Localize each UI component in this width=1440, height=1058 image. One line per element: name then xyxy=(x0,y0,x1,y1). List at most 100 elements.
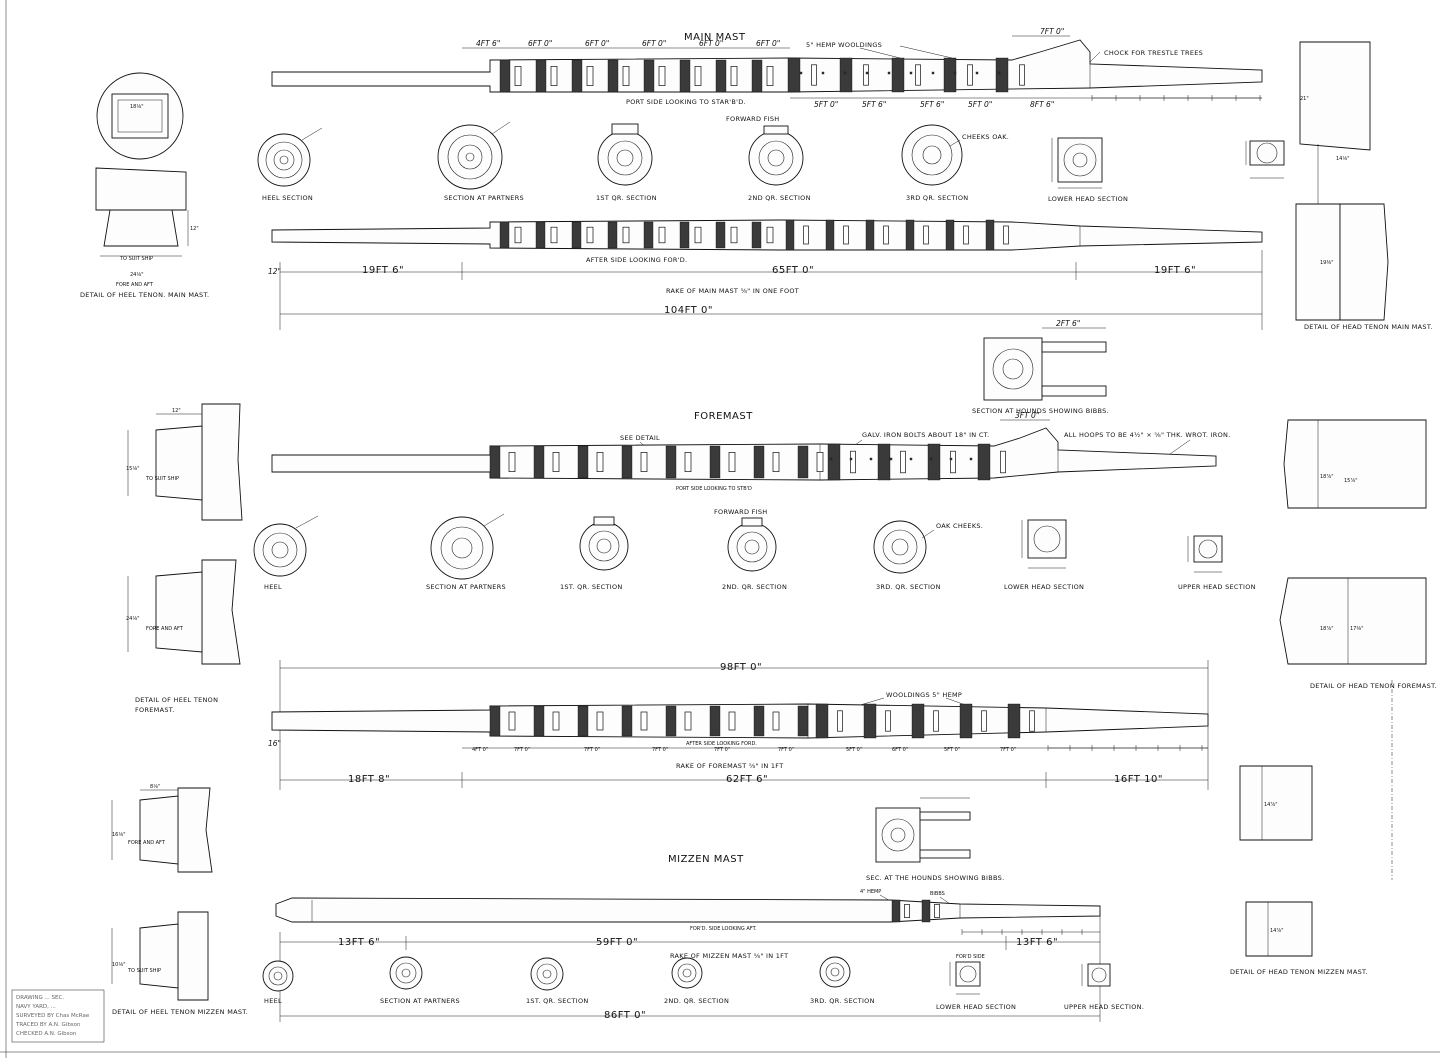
fore-bottom-dim: 7FT 0" xyxy=(778,747,794,753)
mast-band xyxy=(837,710,843,732)
main-top-dim: 7FT 0" xyxy=(1040,27,1064,36)
mast-hoop xyxy=(891,57,905,93)
mizzen-hemp-note: 4" HEMP xyxy=(860,889,881,895)
fore-section-label: 1ST. QR. SECTION xyxy=(560,583,623,591)
fore-section-label: SECTION AT PARTNERS xyxy=(426,583,506,591)
mast-band xyxy=(850,450,856,474)
svg-text:3FT 0": 3FT 0" xyxy=(1015,411,1039,420)
mizzen-section-label: UPPER HEAD SECTION. xyxy=(1064,1003,1144,1011)
fore-fore-aft: FORE AND AFT xyxy=(146,626,184,632)
mast-band xyxy=(1000,450,1006,474)
mizzen-to-suit-ship: TO SUIT SHIP xyxy=(127,968,161,974)
fore-bottom-dim: 7FT 0" xyxy=(584,747,600,753)
mast-band xyxy=(843,225,849,245)
fore-hoops-note: ALL HOOPS TO BE 4½" × ⅝" THK. WROT. IRON… xyxy=(1064,431,1231,439)
mast-hoop xyxy=(489,705,501,737)
mizzen-head-tenon-label: DETAIL OF HEAD TENON MIZZEN MAST. xyxy=(1230,968,1368,976)
mast-hoop xyxy=(945,219,955,251)
main-cheeks-note: CHEEKS OAK. xyxy=(962,133,1009,141)
mizzen-ford-label: FOR'D. SIDE LOOKING AFT. xyxy=(690,926,757,932)
main-head-tenon-detail: 14⅛" 21" 19⅜" DETAIL OF HEAD TENON MAIN … xyxy=(1295,41,1432,331)
mast-hoop xyxy=(665,705,677,737)
mast-band xyxy=(883,225,889,245)
mizzen-sections: HEEL SECTION AT PARTNERS 1ST. QR. SECTIO… xyxy=(262,954,1144,1011)
main-lower-dim: 8FT 6" xyxy=(1030,100,1054,109)
fore-heel-section: HEEL xyxy=(253,515,319,591)
mast-band xyxy=(1019,64,1025,86)
fore-lower-length: 18FT 8" xyxy=(348,774,390,785)
hounds-mizzen-title: SEC. AT THE HOUNDS SHOWING BIBBS. xyxy=(866,874,1004,882)
mizzen-section-label: HEEL xyxy=(264,997,282,1005)
mast-band xyxy=(694,66,702,86)
main-section-label: HEEL SECTION xyxy=(262,194,313,202)
mast-band xyxy=(514,226,522,244)
main-section-label: 3RD QR. SECTION xyxy=(906,194,968,202)
fore-port-hoops xyxy=(489,443,1006,481)
main-top-dim: 6FT 0" xyxy=(585,39,609,48)
mizzen-head-tenon-detail: 14⅞" 14⅞" DETAIL OF HEAD TENON MIZZEN MA… xyxy=(1230,765,1368,976)
mizzen-upper-ticks xyxy=(961,929,1100,935)
fish-bolt xyxy=(869,457,873,461)
mast-hoop xyxy=(825,219,835,251)
mast-hoop xyxy=(533,445,545,479)
mast-hoop xyxy=(891,899,901,923)
mizzen-section-label: 2ND. QR. SECTION xyxy=(664,997,729,1005)
fish-bolt xyxy=(931,71,935,75)
main-lower-dim: 5FT 0" xyxy=(968,100,992,109)
main-heel-tenon-label: DETAIL OF HEEL TENON. MAIN MAST. xyxy=(80,291,209,299)
mast-hoop xyxy=(665,445,677,479)
mast-hoop xyxy=(827,443,841,481)
mast-hoop xyxy=(535,221,546,249)
mizzen-bibbs-note: BIBBS xyxy=(930,891,945,897)
mast-band xyxy=(694,226,702,244)
mast-band xyxy=(730,226,738,244)
mast-hoop xyxy=(785,219,795,251)
mizzen-3rd-qr-section: 3RD. QR. SECTION xyxy=(810,956,875,1005)
mast-hoop xyxy=(943,57,957,93)
title-block-line: DRAWING ... SEC. xyxy=(16,995,64,1001)
mast-hoop xyxy=(679,221,690,249)
main-after-label: AFTER SIDE LOOKING FOR'D. xyxy=(586,256,687,264)
mizzen-partners-section: SECTION AT PARTNERS xyxy=(380,956,460,1005)
fore-1st-qr-section: 1ST. QR. SECTION xyxy=(560,516,629,591)
mast-hoop xyxy=(709,705,721,737)
foremast-title: FOREMAST xyxy=(694,411,753,422)
fore-upper-head-section: UPPER HEAD SECTION xyxy=(1178,535,1256,591)
mast-band xyxy=(1029,710,1035,732)
fish-bolt xyxy=(843,71,847,75)
fore-section-label: HEEL xyxy=(264,583,282,591)
fore-after-hoops xyxy=(489,703,1035,739)
mast-hoop xyxy=(577,445,589,479)
main-mast-after-elevation xyxy=(271,219,1263,251)
mast-hoop xyxy=(787,57,801,93)
svg-text:15⅞": 15⅞" xyxy=(1344,478,1358,484)
svg-text:21": 21" xyxy=(1300,96,1309,102)
fish-bolt xyxy=(865,71,869,75)
main-mast-title: MAIN MAST xyxy=(684,32,746,43)
mast-band xyxy=(658,66,666,86)
main-lower-dim: 5FT 0" xyxy=(814,100,838,109)
hounds-main-dim: 2FT 6" xyxy=(1056,319,1080,328)
title-block-line: TRACED BY A.N. Gibson xyxy=(15,1022,81,1028)
mizzen-section-label: 3RD. QR. SECTION xyxy=(810,997,875,1005)
mast-hoop xyxy=(921,899,931,923)
main-total-length: 104FT 0" xyxy=(664,305,713,316)
svg-text:18⅞": 18⅞" xyxy=(1320,474,1334,480)
mast-hoop xyxy=(621,445,633,479)
mast-band xyxy=(728,452,736,472)
mast-band xyxy=(766,66,774,86)
fore-bottom-dim: 5FT 0" xyxy=(846,747,862,753)
fore-heel-dim: 16" xyxy=(268,739,281,748)
mast-band xyxy=(684,711,692,731)
mast-band xyxy=(904,904,910,918)
title-block-line: SURVEYED BY Chas McRae xyxy=(16,1013,90,1019)
main-lower-length: 19FT 6" xyxy=(362,265,404,276)
mast-band xyxy=(981,710,987,732)
main-lower-dim: 5FT 6" xyxy=(920,100,944,109)
fore-section-label: LOWER HEAD SECTION xyxy=(1004,583,1084,591)
fish-bolt xyxy=(975,71,979,75)
mast-hoop xyxy=(959,703,973,739)
mast-hoop xyxy=(709,445,721,479)
mast-band xyxy=(967,64,973,86)
mast-hoop xyxy=(533,705,545,737)
